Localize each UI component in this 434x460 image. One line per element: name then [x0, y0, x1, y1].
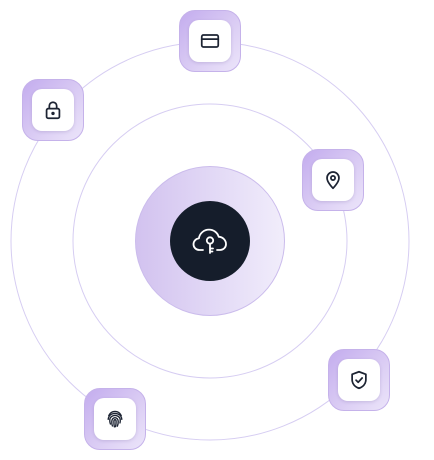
- lock-node[interactable]: [22, 79, 84, 141]
- lock-icon: [45, 101, 61, 120]
- center-core: [170, 201, 250, 281]
- location-tile[interactable]: [312, 159, 354, 201]
- inner-orbit-ring: [72, 103, 348, 379]
- shield-node[interactable]: [328, 349, 390, 411]
- fingerprint-icon: [107, 410, 123, 428]
- map-pin-icon: [326, 171, 340, 190]
- cloud-key-icon: [192, 228, 227, 254]
- credit-card-tile[interactable]: [189, 20, 231, 62]
- shield-tile[interactable]: [338, 359, 380, 401]
- location-node[interactable]: [302, 149, 364, 211]
- lock-tile[interactable]: [32, 89, 74, 131]
- credit-card-icon: [200, 34, 220, 48]
- fingerprint-node[interactable]: [84, 388, 146, 450]
- shield-check-icon: [351, 370, 367, 390]
- credit-card-node[interactable]: [179, 10, 241, 72]
- fingerprint-tile[interactable]: [94, 398, 136, 440]
